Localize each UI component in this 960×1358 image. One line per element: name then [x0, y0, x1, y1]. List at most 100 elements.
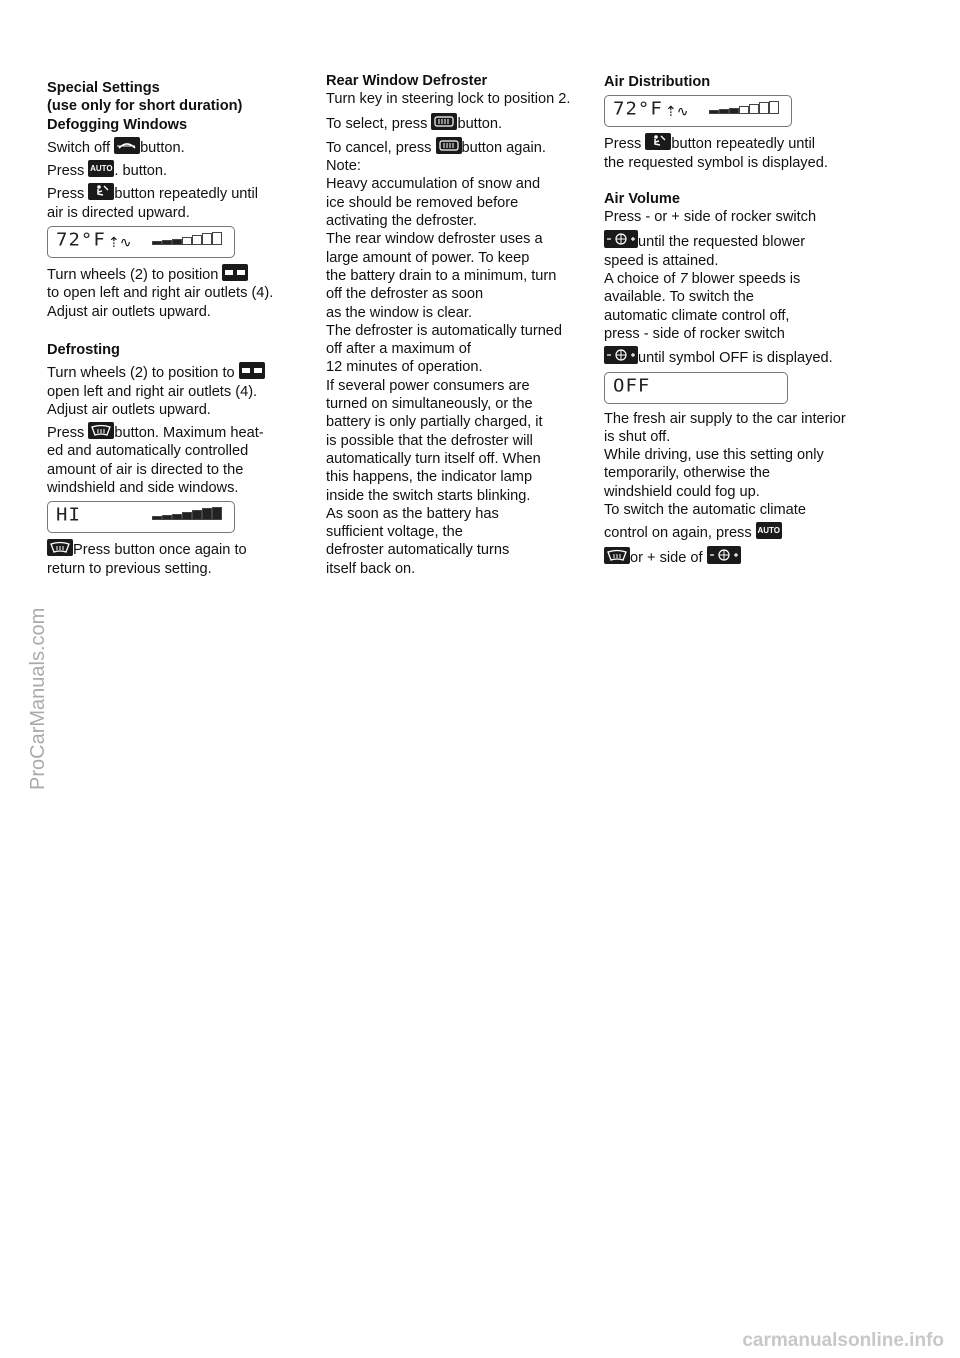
text-line: is shut off.: [604, 428, 671, 445]
heading-air-volume: Air Volume: [604, 190, 680, 207]
blower-bar: [709, 101, 783, 115]
text-line: Press button once again to: [47, 539, 309, 559]
text-line: To switch the automatic climate: [604, 502, 806, 519]
recirculation-icon: [114, 136, 141, 154]
text-line: this happens, the indicator lamp: [326, 469, 533, 486]
text-line: sufficient voltage, the: [326, 524, 463, 541]
text-line: Adjust air outlets upward.: [47, 303, 211, 320]
text-line: or + side of: [604, 545, 894, 567]
text-line: as the window is clear.: [326, 304, 473, 321]
text-line: Press - or + side of rocker switch: [604, 209, 817, 226]
text-line: Adjust air outlets upward.: [47, 401, 211, 418]
windshield-defrost-icon: [604, 546, 630, 564]
side-watermark: ProCarManuals.com: [27, 607, 49, 790]
climate-display-hi: HI: [47, 501, 235, 534]
air-direction-icon: ⇡∿: [108, 234, 132, 251]
text-line: ice should be removed before: [326, 194, 519, 211]
air-distribution-icon: [88, 183, 115, 201]
text-line: Switch off button.: [47, 136, 309, 157]
text-line: As soon as the battery has: [326, 505, 499, 522]
blower-rocker-switch-icon: [604, 230, 638, 249]
text-line: the battery drain to a minimum, turn: [326, 267, 557, 284]
text-line: off the defroster as soon: [326, 286, 484, 303]
text-line: until symbol OFF is displayed.: [604, 346, 894, 367]
rear-window-defrost-icon: [435, 136, 462, 154]
text-line: to open left and right air outlets (4).: [47, 285, 274, 302]
display-temperature: HI: [56, 504, 81, 526]
text-line: automatically turn itself off. When: [326, 450, 541, 467]
text-line: ed and automatically controlled: [47, 443, 249, 460]
auto-button-icon: AUTO: [755, 522, 782, 540]
text-line: turned on simultaneously, or the: [326, 396, 533, 413]
heading-defogging: Defogging Windows: [47, 116, 188, 133]
text-line: temporarily, otherwise the: [604, 465, 771, 482]
text-line: off after a maximum of: [326, 341, 471, 358]
text-line: windshield could fog up.: [604, 483, 760, 500]
text-line: If several power consumers are: [326, 377, 530, 394]
text-line: automatic climate control off,: [604, 307, 790, 324]
text-line: large amount of power. To keep: [326, 249, 530, 266]
column-rear-defroster: Rear Window Defroster Turn key in steeri…: [326, 72, 601, 578]
heading-special-settings: Special Settings: [47, 80, 160, 96]
windshield-defrost-icon: [88, 422, 115, 440]
text-line: Turn wheels (2) to position to: [47, 362, 309, 382]
climate-display-72f: 72°F ⇡∿: [47, 226, 235, 259]
display-temperature: 72°F: [613, 98, 663, 120]
text-line: Press AUTO. button.: [47, 160, 309, 180]
text-line: is possible that the defroster will: [326, 432, 533, 449]
bottom-watermark: carmanualsonline.info: [742, 1330, 944, 1351]
rear-window-defrost-icon: [431, 112, 458, 130]
text-line: Note:: [326, 158, 361, 175]
column-special-settings: Special Settings (use only for short dur…: [47, 79, 309, 578]
text-line: Press button repeatedly until: [604, 133, 894, 153]
text-line: available. To switch the: [604, 289, 754, 306]
thumbwheel-icon: [222, 264, 249, 282]
text-line: inside the switch starts blinking.: [326, 487, 531, 504]
text-line: A choice of 7 blower speeds is: [604, 271, 801, 288]
climate-display-72f: 72°F ⇡∿: [604, 95, 792, 128]
climate-display-off: OFF: [604, 371, 788, 404]
thumbwheel-icon: [238, 362, 265, 380]
text-line: the requested symbol is displayed.: [604, 154, 828, 171]
air-distribution-icon: [645, 133, 672, 151]
blower-rocker-switch-icon: [706, 545, 741, 564]
heading-air-distribution: Air Distribution: [604, 74, 711, 90]
text-line: Press button. Maximum heat-: [47, 422, 309, 442]
text-line: press - side of rocker switch: [604, 325, 785, 342]
text-line: itself back on.: [326, 560, 416, 577]
text-line: While driving, use this setting only: [604, 447, 824, 464]
text-line: 12 minutes of operation.: [326, 359, 483, 376]
column-air-distribution: Air Distribution 72°F ⇡∿ Press button re…: [604, 73, 894, 567]
text-line: The rear window defroster uses a: [326, 231, 543, 248]
text-line: until the requested blower: [604, 230, 894, 251]
blower-bar: [152, 507, 226, 521]
heading-defrosting: Defrosting: [47, 341, 120, 358]
heading-rear-window-defroster: Rear Window Defroster: [326, 73, 488, 89]
text-line: To select, press button.: [326, 112, 601, 133]
text-line: return to previous setting.: [47, 560, 212, 577]
display-temperature: OFF: [613, 375, 651, 397]
text-line: air is directed upward.: [47, 204, 190, 221]
heading-short-duration: (use only for short duration): [47, 98, 243, 115]
text-line: Press button repeatedly until: [47, 183, 309, 203]
text-line: Turn key in steering lock to position 2.: [326, 91, 571, 108]
text-line: control on again, press AUTO: [604, 522, 894, 542]
text-line: speed is attained.: [604, 252, 719, 269]
windshield-defrost-icon: [47, 539, 73, 557]
text-line: Heavy accumulation of snow and: [326, 176, 541, 193]
text-line: To cancel, press button again.: [326, 136, 601, 157]
text-line: amount of air is directed to the: [47, 461, 244, 478]
air-direction-icon: ⇡∿: [665, 103, 689, 120]
text-line: The fresh air supply to the car interior: [604, 410, 846, 427]
text-line: open left and right air outlets (4).: [47, 383, 258, 400]
text-line: defroster automatically turns: [326, 542, 510, 559]
display-temperature: 72°F: [56, 229, 106, 251]
text-line: The defroster is automatically turned: [326, 322, 563, 339]
auto-button-icon: AUTO: [88, 160, 115, 178]
text-line: windshield and side windows.: [47, 480, 239, 497]
text-line: activating the defroster.: [326, 213, 477, 230]
text-line: Turn wheels (2) to position: [47, 264, 309, 284]
blower-bar: [152, 232, 226, 246]
blower-rocker-switch-icon: [604, 346, 638, 365]
text-line: battery is only partially charged, it: [326, 414, 543, 431]
